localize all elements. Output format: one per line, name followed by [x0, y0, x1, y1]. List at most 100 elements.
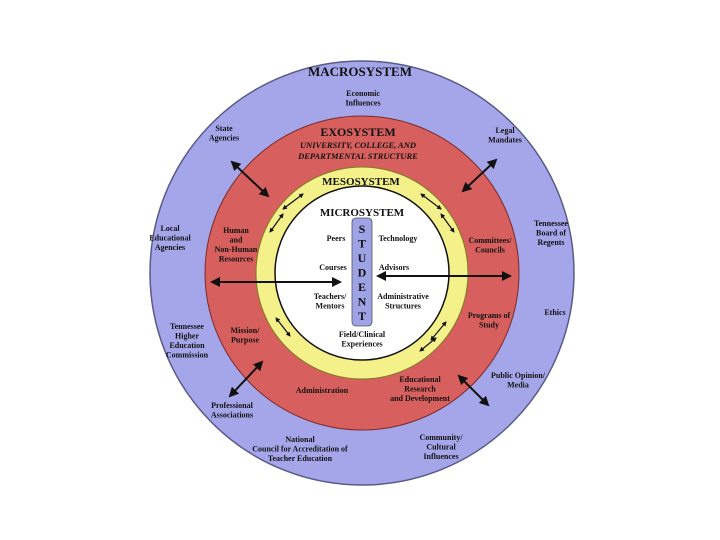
student-letter: N	[358, 295, 367, 309]
meso-arrow-lower-right	[430, 321, 447, 341]
exosystem-title: EXOSYSTEM	[320, 125, 395, 139]
label-line: Associations	[211, 411, 253, 420]
student-letter: T	[358, 237, 366, 251]
label-line: Educational	[149, 234, 191, 243]
label-line: Structures	[385, 302, 421, 311]
label-advisors: Advisors	[379, 263, 409, 272]
label-line: Agencies	[209, 134, 239, 143]
label-administration: Administration	[296, 386, 349, 395]
student-letter: E	[358, 280, 366, 294]
label-line: Board of	[536, 229, 566, 238]
student-letter: T	[358, 309, 366, 323]
label-line: Courses	[319, 263, 347, 272]
label-teachers: Teachers/Mentors	[314, 292, 347, 311]
label-line: Influences	[345, 99, 380, 108]
label-public: Public Opinion/Media	[491, 371, 546, 390]
label-line: Local	[160, 224, 180, 233]
student-letter: D	[358, 266, 367, 280]
label-line: Community/	[419, 433, 463, 442]
label-line: Field/Clinical	[339, 330, 386, 339]
label-line: Professional	[211, 401, 253, 410]
label-line: Administrative	[377, 292, 429, 301]
label-line: Programs of	[468, 311, 511, 320]
label-line: Influences	[423, 452, 458, 461]
label-line: Council for Accreditation of	[252, 445, 348, 454]
label-line: Committees/	[468, 236, 512, 245]
label-line: Public Opinion/	[491, 371, 546, 380]
label-line: Economic	[346, 89, 380, 98]
label-line: Ethics	[544, 308, 565, 317]
label-line: Higher	[175, 332, 199, 341]
meso-arrow-upper-left	[282, 193, 304, 210]
macrosystem-title: MACROSYSTEM	[308, 64, 412, 79]
exosystem-subtitle-line-2: DEPARTMENTAL STRUCTURE	[297, 151, 418, 161]
arrow-professional-associations	[228, 360, 264, 398]
label-line: Mission/	[231, 326, 261, 335]
microsystem-title: MICROSYSTEM	[320, 207, 405, 219]
label-line: Purpose	[231, 336, 259, 345]
label-peers: Peers	[327, 234, 346, 243]
label-ethics: Ethics	[544, 308, 565, 317]
label-courses: Courses	[319, 263, 347, 272]
label-line: Tennessee	[534, 219, 568, 228]
mesosystem-title: MESOSYSTEM	[322, 176, 400, 188]
label-line: Experiences	[341, 340, 382, 349]
arrow-state-agencies	[230, 160, 270, 198]
label-mission: Mission/Purpose	[231, 326, 261, 345]
label-line: Mandates	[488, 136, 522, 145]
label-line: Tennessee	[170, 322, 204, 331]
label-line: Agencies	[155, 243, 185, 252]
label-line: Study	[479, 321, 499, 330]
label-line: Educational	[399, 375, 441, 384]
label-committees: Committees/Councils	[468, 236, 512, 255]
label-line: Advisors	[379, 263, 409, 272]
label-line: Non-Human	[215, 245, 258, 254]
label-line: Human	[223, 226, 249, 235]
arrow-public-opinion	[457, 374, 490, 407]
label-line: Teacher Education	[268, 454, 333, 463]
label-line: Research	[404, 385, 436, 394]
label-line: Education	[169, 341, 205, 350]
meso-arrow-upper-left-2	[269, 213, 284, 233]
exosystem-subtitle-line-1: UNIVERSITY, COLLEGE, AND	[300, 140, 416, 150]
student-letter: S	[359, 222, 366, 236]
label-technology: Technology	[379, 234, 418, 243]
label-line: Mentors	[316, 302, 345, 311]
label-line: National	[285, 435, 315, 444]
label-line: and Development	[390, 394, 450, 403]
student-letter: U	[358, 251, 367, 265]
label-line: and	[230, 236, 243, 245]
label-line: Cultural	[426, 443, 456, 452]
meso-arrow-upper-right-2	[440, 213, 455, 233]
label-line: Legal	[495, 126, 515, 135]
student-bar	[351, 217, 373, 327]
label-line: Media	[507, 381, 529, 390]
label-line: Technology	[379, 234, 418, 243]
label-line: Administration	[296, 386, 349, 395]
label-line: Teachers/	[314, 292, 347, 301]
arrow-legal-mandates	[461, 158, 498, 193]
label-line: Councils	[475, 246, 505, 255]
meso-arrow-lower-right-2	[419, 337, 437, 352]
meso-arrow-lower-left	[275, 317, 291, 337]
label-line: State	[215, 124, 233, 133]
label-line: Commission	[166, 351, 209, 360]
label-line: Regents	[537, 238, 564, 247]
